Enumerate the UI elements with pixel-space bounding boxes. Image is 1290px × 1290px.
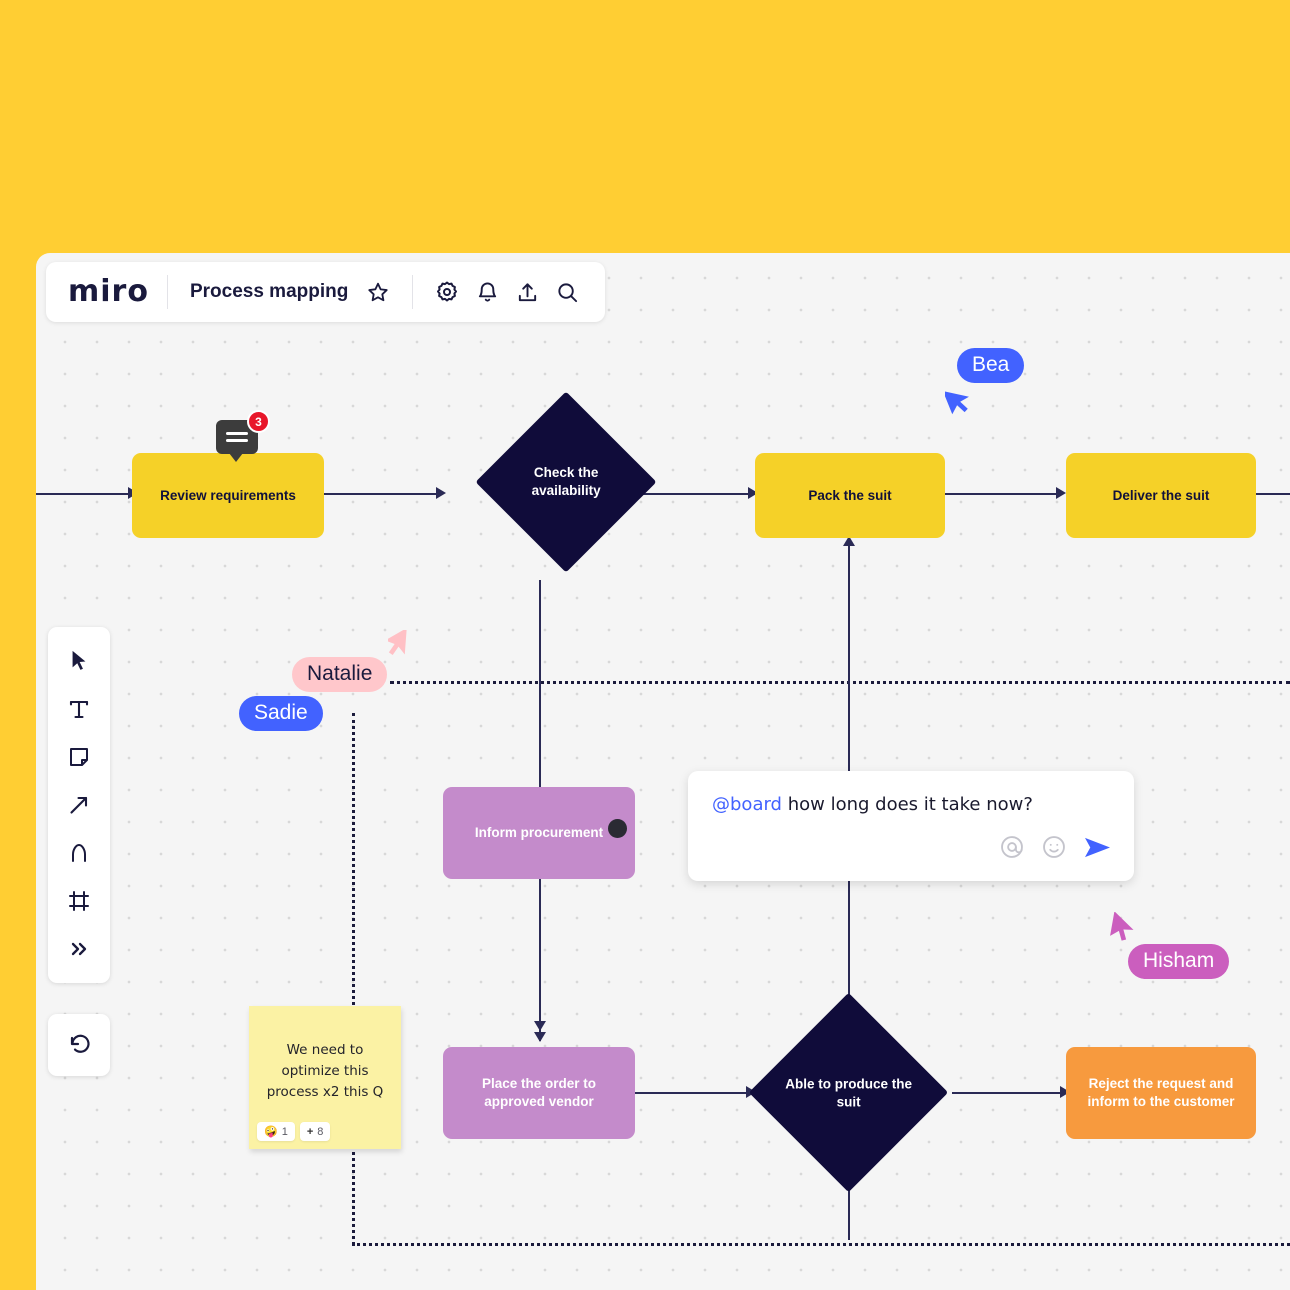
arrowhead-pack-to-deliver: [1056, 487, 1066, 499]
bubble-line-2: [226, 439, 248, 442]
sticky-note-reactions: 🤪 1 + 8: [257, 1122, 331, 1141]
reaction-more[interactable]: + 8: [299, 1122, 331, 1141]
mention-token[interactable]: @board: [712, 794, 782, 815]
arrowhead-check-to-inform: [534, 1021, 546, 1031]
more-tools-icon[interactable]: [56, 925, 102, 973]
reaction-emoji-count: 1: [281, 1125, 288, 1138]
connector-able-to-reject: [952, 1092, 1066, 1094]
arrowhead-able-to-pack: [843, 536, 855, 546]
flow-node-label: Inform procurement: [474, 825, 604, 841]
connector-pack-to-deliver: [944, 493, 1062, 495]
upload-icon[interactable]: [507, 272, 547, 312]
miro-logo[interactable]: miro: [68, 274, 149, 309]
flow-node-label: Place the order to approved vendor: [481, 1076, 597, 1109]
cursor-natalie-icon: [385, 627, 414, 665]
connector-inform-to-place: [539, 878, 541, 1041]
reaction-emoji-glyph: 🤪: [264, 1126, 278, 1138]
gear-icon[interactable]: [427, 272, 467, 312]
pen-tool-icon[interactable]: [56, 829, 102, 877]
flow-node-label: Able to produce the suit: [785, 1075, 912, 1109]
flow-node-inform-procurement[interactable]: Inform procurement: [443, 787, 635, 879]
flow-node-reject-the-request[interactable]: Reject the request and inform to the cus…: [1066, 1047, 1256, 1139]
collaborator-pill-hisham: Hisham: [1128, 944, 1230, 979]
star-icon[interactable]: [358, 272, 398, 312]
connector-into-review: [36, 493, 132, 495]
swimlane-divider-top: [390, 681, 1290, 684]
flow-node-review-requirements[interactable]: Review requirements: [132, 453, 324, 538]
flow-node-pack-the-suit[interactable]: Pack the suit: [755, 453, 945, 538]
comment-anchor-dot: [608, 819, 627, 838]
undo-button[interactable]: [48, 1014, 110, 1076]
comment-count-badge: 3: [247, 410, 270, 433]
bubble-line-1: [226, 432, 248, 435]
flow-node-deliver-the-suit[interactable]: Deliver the suit: [1066, 453, 1256, 538]
connector-place-to-able: [634, 1092, 750, 1094]
reaction-emoji[interactable]: 🤪 1: [257, 1122, 295, 1141]
arrowhead-review-to-check: [436, 487, 446, 499]
arrowhead-able-to-reject: [1060, 1086, 1070, 1098]
comment-text: @board how long does it take now?: [712, 793, 1110, 816]
frame-tool-icon[interactable]: [56, 877, 102, 925]
flow-node-place-the-order[interactable]: Place the order to approved vendor: [443, 1047, 635, 1139]
send-icon[interactable]: [1083, 835, 1112, 865]
reaction-more-count: 8: [317, 1125, 324, 1138]
board-header: miro Process mapping: [46, 262, 606, 322]
flow-node-label: Check the availability: [531, 465, 601, 498]
cursor-tool-icon[interactable]: [56, 637, 102, 685]
cursor-hisham-icon: [1110, 911, 1136, 947]
comment-marker[interactable]: 3: [216, 410, 270, 462]
collaborator-pill-natalie: Natalie: [292, 657, 388, 692]
collaborator-pill-bea: Bea: [957, 348, 1025, 383]
left-toolbar: [48, 627, 110, 983]
collaborator-pill-sadie: Sadie: [239, 696, 323, 731]
arrow-tool-icon[interactable]: [56, 781, 102, 829]
sticky-note-tool-icon[interactable]: [56, 733, 102, 781]
swimlane-divider-bottom: [352, 1243, 1290, 1246]
arrowhead-inform-to-place: [534, 1032, 546, 1042]
board-title[interactable]: Process mapping: [189, 281, 349, 302]
header-divider-2: [412, 275, 414, 309]
text-tool-icon[interactable]: [56, 685, 102, 733]
cursor-bea-icon: [942, 385, 971, 420]
flow-node-label: Review requirements: [160, 487, 296, 503]
bell-icon[interactable]: [467, 272, 507, 312]
reaction-plus-glyph: +: [306, 1125, 314, 1138]
search-icon[interactable]: [547, 272, 587, 312]
flow-node-able-to-produce[interactable]: Able to produce the suit: [748, 992, 949, 1193]
comment-body: how long does it take now?: [781, 794, 1033, 815]
mention-icon[interactable]: [999, 834, 1025, 865]
connector-review-to-check: [324, 493, 439, 495]
connector-able-to-pack: [848, 540, 850, 1240]
swimlane-divider-vertical: [352, 713, 355, 1245]
undo-icon: [66, 1031, 92, 1060]
arrowhead-check-to-pack: [748, 487, 758, 499]
sticky-note-text: We need to optimize this process x2 this…: [266, 1042, 384, 1100]
comment-composer[interactable]: @board how long does it take now?: [688, 771, 1134, 881]
flow-node-label: Pack the suit: [808, 487, 892, 503]
flow-node-label: Deliver the suit: [1112, 487, 1210, 503]
header-divider-1: [166, 275, 168, 309]
flow-node-check-availability[interactable]: Check the availability: [475, 391, 657, 573]
emoji-icon[interactable]: [1041, 834, 1067, 865]
flow-node-label: Reject the request and inform to the cus…: [1087, 1076, 1235, 1109]
sticky-note[interactable]: We need to optimize this process x2 this…: [249, 1006, 401, 1149]
bubble-tail: [229, 453, 243, 462]
composer-actions: [999, 834, 1112, 865]
connector-check-to-pack: [633, 493, 754, 495]
